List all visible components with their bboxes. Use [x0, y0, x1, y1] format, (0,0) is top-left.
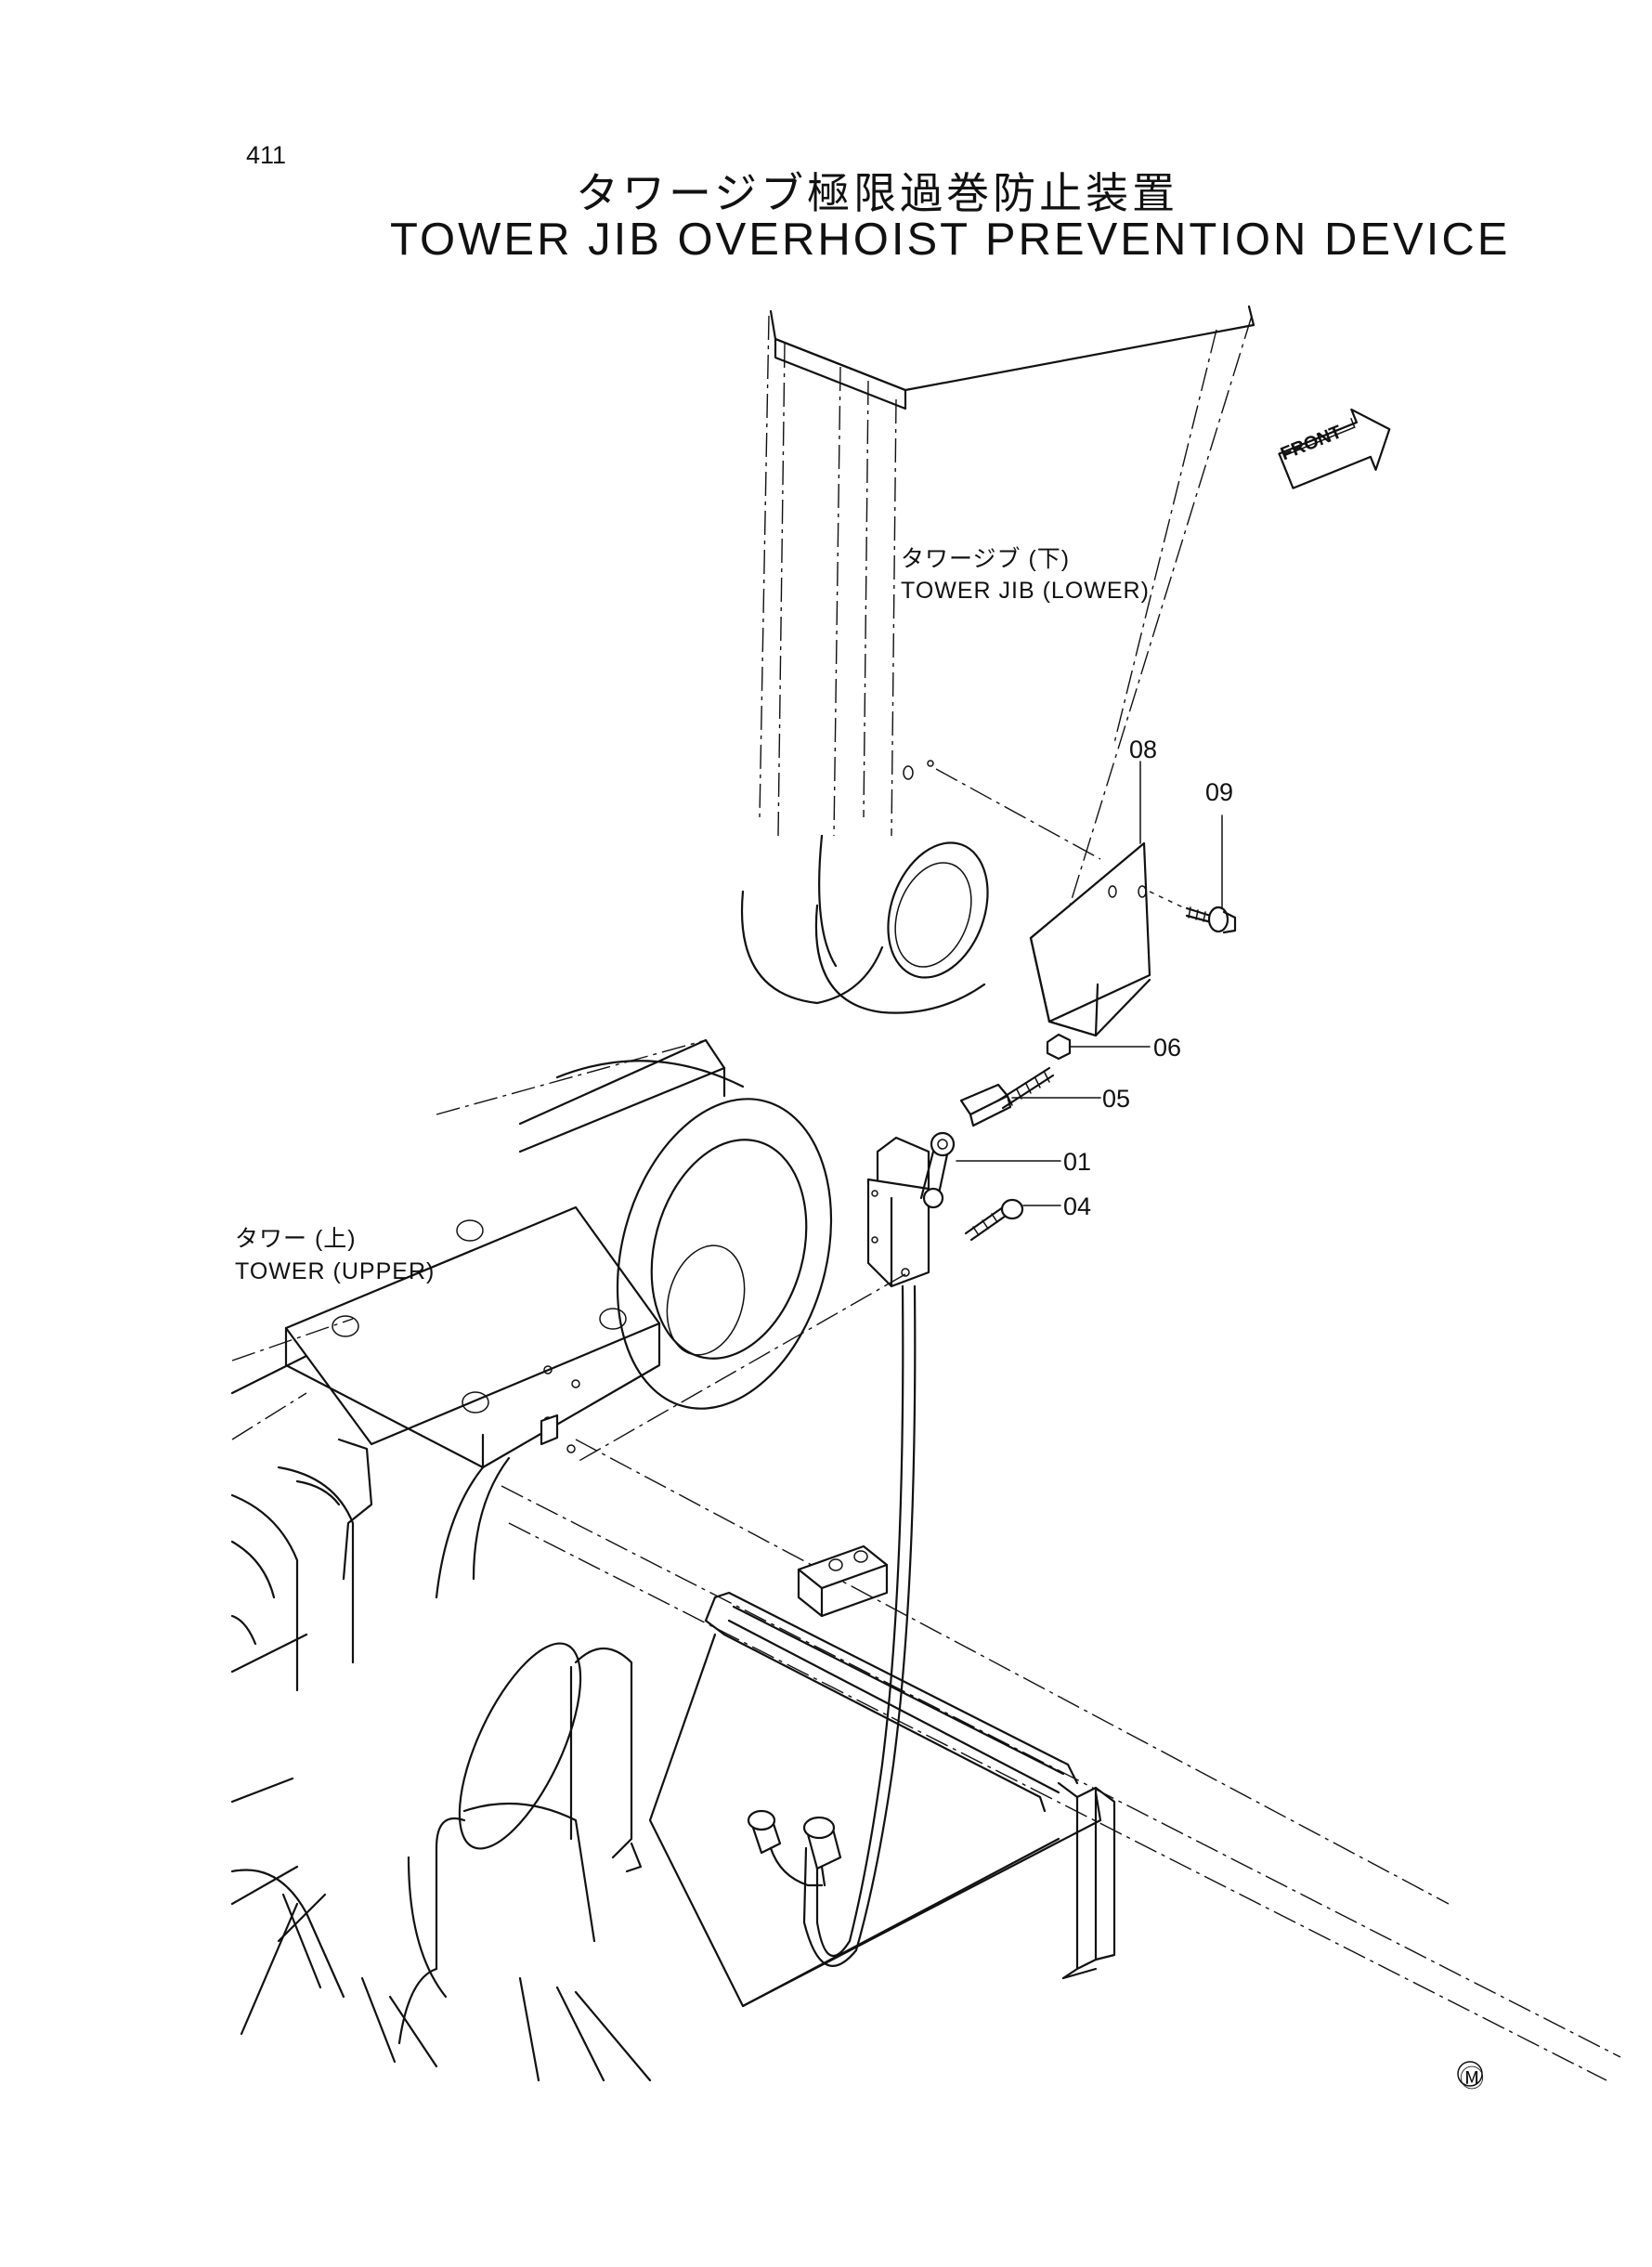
bolt-09-drawing [1185, 905, 1237, 934]
block-drawing [797, 1544, 889, 1618]
circled-m-mark: Ⓜ [1460, 2065, 1485, 2093]
tower-jib-lower-drawing [740, 305, 1255, 1014]
tower-jib-lower-label-jp: タワージブ (下) [901, 546, 1071, 572]
circled-m-icon [1457, 2061, 1483, 2087]
housing-drawing [648, 1591, 1116, 2008]
page-number: 411 [246, 141, 287, 169]
part-number-04: 04 [1063, 1192, 1092, 1220]
bracket-08-drawing [1029, 841, 1151, 1037]
title-english: TOWER JIB OVERHOIST PREVENTION DEVICE [390, 215, 1511, 265]
tower-upper-drawing [284, 1038, 833, 1469]
nut-06-drawing [1046, 1033, 1072, 1061]
title-japanese: タワージブ極限過巻防止装置 [576, 168, 1179, 218]
limit-switch-01-drawing [866, 1131, 956, 1288]
tower-upper-label-jp: タワー (上) [235, 1226, 357, 1252]
tower-jib-lower-label-en: TOWER JIB (LOWER) [901, 578, 1150, 604]
part-number-06: 06 [1153, 1034, 1182, 1062]
connectors-drawing [747, 1809, 842, 1887]
stopper-bolt-05-drawing [959, 1066, 1055, 1127]
front-direction-arrow-icon [1278, 408, 1391, 489]
part-number-09: 09 [1205, 778, 1234, 806]
leader-lines [956, 761, 1223, 1206]
lower-frame-drawing [230, 1318, 1621, 2082]
part-number-01: 01 [1063, 1148, 1092, 1176]
bolt-04-drawing [964, 1198, 1024, 1242]
part-number-05: 05 [1102, 1085, 1131, 1113]
part-number-08: 08 [1129, 736, 1158, 763]
tower-upper-label-en: TOWER (UPPER) [235, 1258, 436, 1284]
